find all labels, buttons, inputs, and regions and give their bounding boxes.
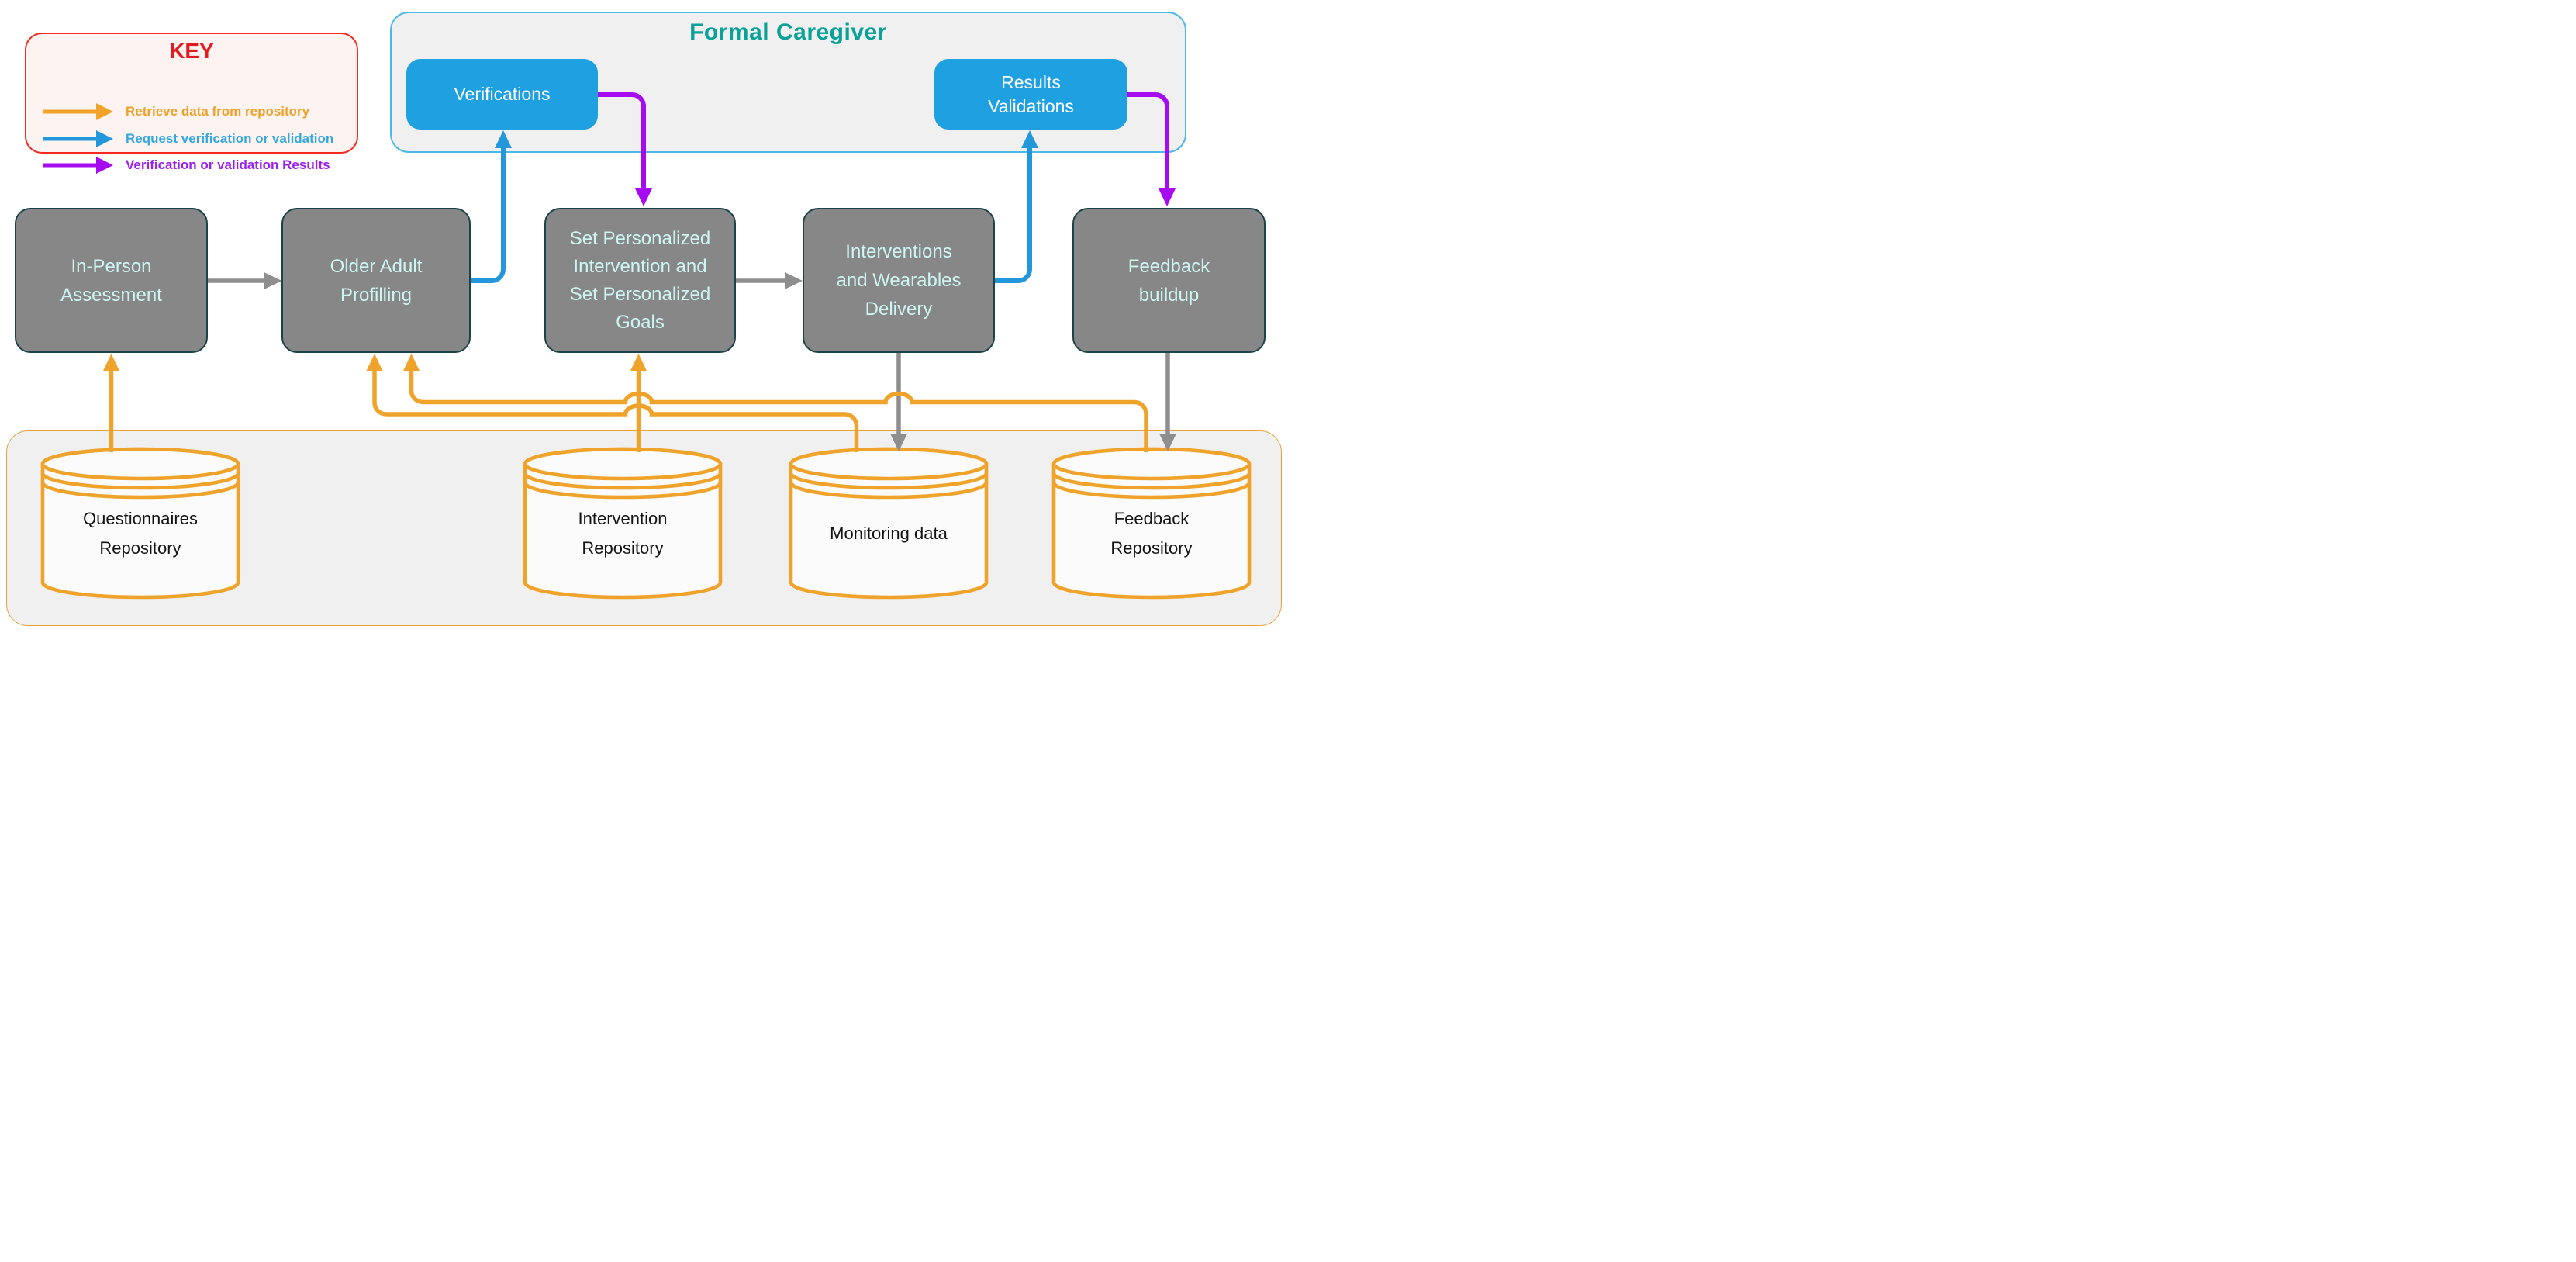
results-validations-box: Results Validations: [934, 59, 1127, 130]
key-legend: KEY Retrieve data from repository Reques…: [25, 33, 358, 174]
legend-item-results: Verification or validation Results: [42, 156, 330, 175]
legend-label: Retrieve data from repository: [126, 104, 310, 119]
verifications-box: Verifications: [406, 59, 598, 130]
legend-item-request: Request verification or validation: [42, 130, 333, 148]
orange-arrow-icon: [43, 103, 113, 120]
interventions-wearables-delivery-box: Interventions and Wearables Delivery: [803, 208, 995, 353]
older-adult-profilling-box: Older Adult Profilling: [281, 208, 471, 353]
in-person-assessment-box: In-Person Assessment: [15, 208, 208, 353]
legend-label: Request verification or validation: [126, 131, 334, 146]
blue-arrow-icon: [43, 130, 113, 147]
arrow-interventions-to-resultsvalidations: [995, 130, 1038, 283]
arrow-olderadult-to-verifications: [471, 130, 512, 283]
set-personalized-goals-box: Set Personalized Intervention and Set Pe…: [544, 208, 736, 353]
formal-caregiver-title: Formal Caregiver: [689, 19, 887, 45]
intervention-repository-label: Intervention Repository: [578, 509, 668, 558]
legend-item-retrieve: Retrieve data from repository: [42, 102, 309, 121]
key-title: KEY: [169, 39, 214, 63]
legend-label: Verification or validation Results: [126, 157, 330, 172]
diagram-canvas: KEY Retrieve data from repository Reques…: [0, 0, 1288, 631]
purple-arrow-icon: [43, 157, 113, 174]
questionnaires-repository-label: Questionnaires Repository: [83, 509, 198, 558]
feedback-buildup-box: Feedback buildup: [1072, 208, 1266, 353]
monitoring-data-label: Monitoring data: [830, 524, 948, 543]
feedback-repository-label: Feedback Repository: [1110, 509, 1193, 558]
